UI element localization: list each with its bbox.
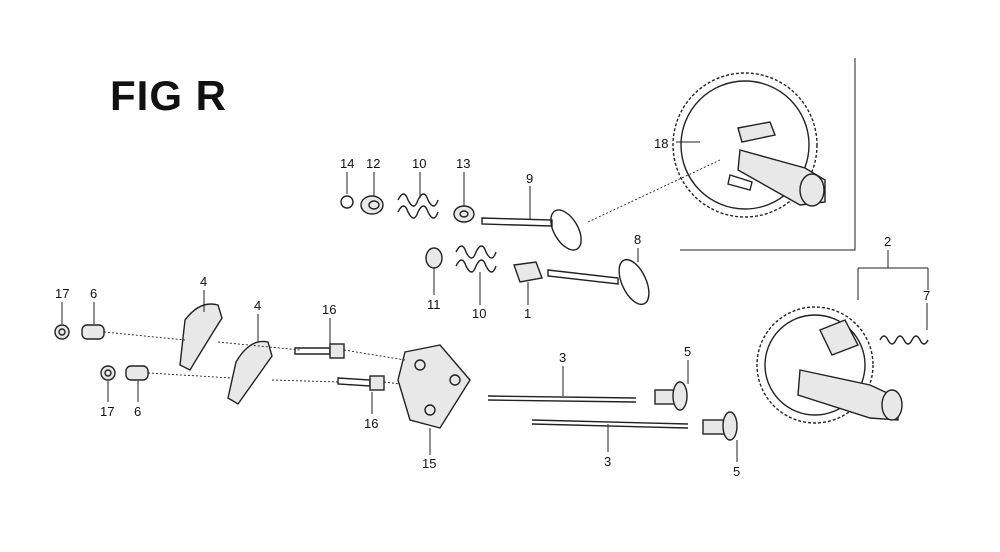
valve-seal-1 xyxy=(513,261,543,283)
retainer-11 xyxy=(425,247,443,269)
callout-4-upper: 4 xyxy=(200,274,207,289)
callout-14: 14 xyxy=(340,156,354,171)
figure-title: FIG R xyxy=(110,72,227,119)
nut-17-upper xyxy=(54,324,70,340)
callout-17-lower: 17 xyxy=(100,404,114,419)
callout-3-lower: 3 xyxy=(604,454,611,469)
callout-5-upper: 5 xyxy=(684,344,691,359)
callout-10-upper: 10 xyxy=(412,156,426,171)
alignment-line-lower xyxy=(147,372,401,385)
callout-16-lower: 16 xyxy=(364,416,378,431)
callout-8: 8 xyxy=(634,232,641,247)
callout-15: 15 xyxy=(422,456,436,471)
valve-8 xyxy=(547,258,650,306)
spring-retainer-12 xyxy=(360,195,384,215)
tappet-5-lower xyxy=(702,411,738,441)
leader-2 xyxy=(857,250,929,300)
alignment-line-valve9 xyxy=(587,159,721,223)
rocker-arm-4-lower xyxy=(227,340,273,405)
camshaft-gear-18 xyxy=(672,72,826,218)
valve-keeper-14 xyxy=(340,195,354,209)
push-rod-3-lower-edge xyxy=(531,423,689,429)
rocker-arm-4-upper xyxy=(179,303,223,371)
callout-6-lower: 6 xyxy=(134,404,141,419)
callout-16-upper: 16 xyxy=(322,302,336,317)
valve-9 xyxy=(481,209,582,251)
callout-4-lower: 4 xyxy=(254,298,261,313)
callout-5-lower: 5 xyxy=(733,464,740,479)
callout-17-upper: 17 xyxy=(55,286,69,301)
alignment-line-upper xyxy=(103,331,406,361)
valve-spring-10-upper xyxy=(397,193,439,219)
pivot-6-upper xyxy=(81,324,105,340)
guide-plate-15 xyxy=(397,344,471,429)
camshaft-assembly-2 xyxy=(756,306,903,424)
callout-2: 2 xyxy=(884,234,891,249)
callout-18: 18 xyxy=(654,136,668,151)
spring-seat-13 xyxy=(453,205,475,223)
callout-9: 9 xyxy=(526,171,533,186)
pivot-6-lower xyxy=(125,365,149,381)
tappet-5-upper xyxy=(654,381,688,411)
stud-16-upper xyxy=(294,343,345,359)
stud-16-lower xyxy=(337,375,385,391)
callout-10-lower: 10 xyxy=(472,306,486,321)
nut-17-lower xyxy=(100,365,116,381)
callout-13: 13 xyxy=(456,156,470,171)
callout-1: 1 xyxy=(524,306,531,321)
inset-frame xyxy=(680,58,856,251)
push-rod-3-upper xyxy=(487,395,637,399)
valve-spring-10-lower xyxy=(455,245,497,273)
push-rod-3-lower xyxy=(531,419,689,425)
push-rod-3-upper-edge xyxy=(487,399,637,403)
callout-6-upper: 6 xyxy=(90,286,97,301)
callout-7: 7 xyxy=(923,288,930,303)
spring-7 xyxy=(879,335,929,345)
callout-3-upper: 3 xyxy=(559,350,566,365)
callout-12: 12 xyxy=(366,156,380,171)
callout-11: 11 xyxy=(427,297,441,312)
